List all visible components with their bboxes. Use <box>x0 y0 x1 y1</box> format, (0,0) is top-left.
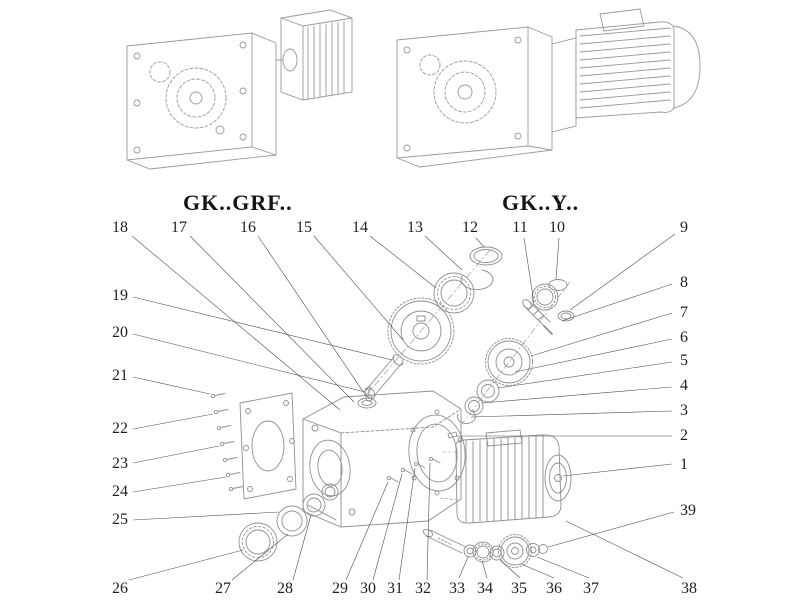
leader-line-23 <box>132 445 220 464</box>
part-number-37: 37 <box>583 580 599 597</box>
part-number-5: 5 <box>680 352 688 369</box>
leader-line-32 <box>426 462 431 581</box>
caption-gk-grf: GK..GRF.. <box>183 190 293 215</box>
part-number-38: 38 <box>681 580 697 597</box>
part-number-10: 10 <box>549 219 565 236</box>
part-number-29: 29 <box>332 580 348 597</box>
part-number-11: 11 <box>512 219 528 236</box>
part-number-28: 28 <box>277 580 293 597</box>
part-number-6: 6 <box>680 329 688 346</box>
leader-line-37 <box>536 556 590 579</box>
part-number-18: 18 <box>112 219 128 236</box>
leader-line-17 <box>189 235 355 403</box>
leader-line-28 <box>292 514 312 581</box>
leader-line-9 <box>569 233 676 311</box>
part-number-1: 1 <box>680 456 688 473</box>
leader-line-33 <box>458 556 469 579</box>
leader-line-36 <box>520 563 555 579</box>
leader-line-12 <box>475 237 485 248</box>
part-number-4: 4 <box>680 377 688 394</box>
leader-line-35 <box>499 559 521 579</box>
leader-line-13 <box>424 235 463 271</box>
part-number-34: 34 <box>477 580 493 597</box>
part-number-16: 16 <box>240 219 256 236</box>
part-number-24: 24 <box>112 483 128 500</box>
leader-line-34 <box>481 560 488 579</box>
part-number-17: 17 <box>171 219 187 236</box>
part-number-7: 7 <box>680 304 688 321</box>
exploded-view-drawing <box>210 246 575 568</box>
part-number-33: 33 <box>449 580 465 597</box>
part-number-15: 15 <box>296 219 312 236</box>
part-number-25: 25 <box>112 511 128 528</box>
part-number-2: 2 <box>680 427 688 444</box>
part-number-27: 27 <box>215 580 231 597</box>
part-number-3: 3 <box>680 402 688 419</box>
leader-line-3 <box>470 410 673 418</box>
part-number-22: 22 <box>112 420 128 437</box>
caption-gk-y: GK..Y.. <box>502 190 580 215</box>
leader-line-7 <box>530 312 673 357</box>
leader-line-31 <box>398 467 416 581</box>
leader-line-14 <box>369 235 437 289</box>
cover-screws <box>210 393 244 492</box>
part-number-35: 35 <box>511 580 527 597</box>
gearbox-y-drawing <box>396 8 701 168</box>
part-number-39: 39 <box>680 502 696 519</box>
leader-line-19 <box>132 296 393 361</box>
part-number-9: 9 <box>680 219 688 236</box>
part-number-8: 8 <box>680 274 688 291</box>
leader-line-20 <box>132 333 366 393</box>
leader-line-26 <box>128 549 244 581</box>
leader-line-25 <box>132 511 280 521</box>
part-number-23: 23 <box>112 455 128 472</box>
motor-screws <box>386 456 441 483</box>
part-number-31: 31 <box>387 580 403 597</box>
gearbox-grf-drawing <box>126 9 353 170</box>
leader-line-21 <box>132 376 211 395</box>
part-number-26: 26 <box>112 580 128 597</box>
leader-line-16 <box>257 235 367 397</box>
leader-line-38 <box>565 520 684 579</box>
leader-line-10 <box>555 237 560 280</box>
part-number-32: 32 <box>415 580 431 597</box>
leader-line-5 <box>497 361 673 389</box>
leader-line-30 <box>372 473 403 581</box>
leader-line-18 <box>131 235 341 411</box>
part-number-36: 36 <box>546 580 562 597</box>
leader-line-15 <box>313 235 404 341</box>
part-number-20: 20 <box>112 324 128 341</box>
leader-line-1 <box>562 463 673 477</box>
part-number-13: 13 <box>407 219 423 236</box>
leader-line-29 <box>345 481 389 581</box>
leader-line-8 <box>561 283 673 322</box>
leader-line-24 <box>132 476 227 493</box>
leader-line-27 <box>231 533 289 581</box>
part-number-21: 21 <box>112 367 128 384</box>
leader-line-22 <box>132 413 214 430</box>
leader-line-39 <box>547 511 675 548</box>
leader-line-11 <box>523 237 535 304</box>
part-number-12: 12 <box>462 219 478 236</box>
leader-lines <box>128 233 684 581</box>
part-number-19: 19 <box>112 287 128 304</box>
leader-line-4 <box>481 386 673 404</box>
part-number-30: 30 <box>360 580 376 597</box>
part-number-14: 14 <box>352 219 368 236</box>
leader-line-6 <box>514 338 673 373</box>
